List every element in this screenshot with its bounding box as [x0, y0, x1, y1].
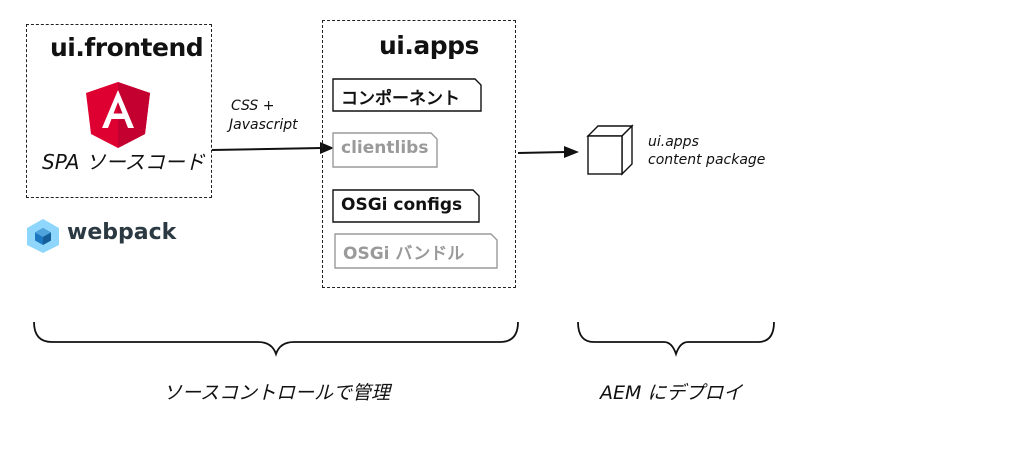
ui-apps-box	[322, 20, 516, 288]
document-shape	[332, 189, 480, 223]
apps-item-osgi-configs: OSGi configs	[332, 189, 480, 223]
package-label-line2: content package	[648, 152, 766, 168]
apps-item-clientlibs: clientlibs	[332, 132, 438, 168]
ui-frontend-box	[26, 24, 212, 198]
arrow-label-line1: CSS +	[231, 98, 275, 114]
document-shape	[332, 132, 438, 168]
angular-icon	[86, 82, 150, 148]
apps-item-label: OSGi バンドル	[343, 244, 465, 264]
deploy-label: AEM にデプロイ	[600, 382, 743, 404]
arrow-apps-to-package	[518, 146, 579, 158]
apps-item-label: コンポーネント	[341, 89, 460, 109]
apps-item-components: コンポーネント	[332, 78, 482, 112]
webpack-icon	[27, 219, 59, 253]
document-shape	[334, 233, 498, 269]
webpack-label: webpack	[67, 220, 177, 245]
arrow-frontend-to-apps	[212, 142, 334, 154]
package-cube-icon	[586, 124, 634, 176]
deploy-brace	[577, 321, 775, 357]
apps-item-label: clientlibs	[341, 138, 429, 158]
apps-item-label: OSGi configs	[341, 195, 463, 215]
spa-source-caption: SPA ソースコード	[42, 150, 205, 174]
arrow-label-line2: Javascript	[229, 117, 298, 133]
ui-frontend-title: ui.frontend	[50, 33, 204, 62]
ui-apps-title: ui.apps	[379, 31, 479, 60]
apps-item-osgi-bundle: OSGi バンドル	[334, 233, 498, 269]
package-label-line1: ui.apps	[648, 134, 699, 150]
source-control-brace	[33, 321, 519, 357]
source-control-label: ソースコントロールで管理	[163, 382, 391, 404]
document-shape	[332, 78, 482, 112]
